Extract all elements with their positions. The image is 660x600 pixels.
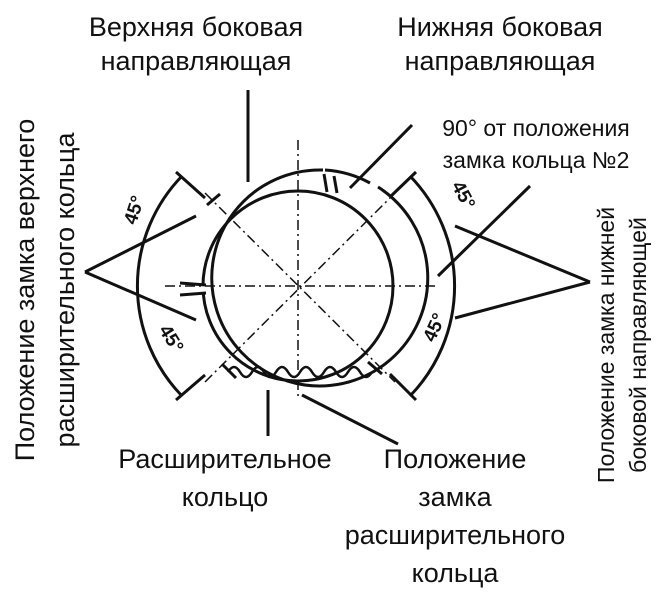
label-bottom-rail-line2: направляющая [405,46,596,76]
label-ninety-line1: 90° от положения [442,115,630,141]
label-expander-gap-line3: расширительного [345,520,566,550]
angle-left-upper: 45° [120,193,149,227]
outer-rail-main-segment [210,168,430,388]
leader-right-upper [454,224,591,284]
upper-rail-gap-edge-left [322,173,329,193]
diagonal-axis-1 [204,192,396,383]
leader-bottom-rail [348,123,414,190]
label-expander-line1: Расширительное [118,444,331,474]
leader-left-lower [84,270,197,322]
label-bottom-rail-line1: Нижняя боковая [397,12,603,42]
left-rail-break-edge-top [179,281,207,287]
label-expander-line2: кольцо [182,482,269,512]
angle-left-lower: 45° [154,321,187,356]
leader-left-upper [84,214,197,274]
leader-expander-gap [301,393,399,446]
label-top-rail-line1: Верхняя боковая [89,12,303,42]
label-expander-gap-line2: замка [418,482,492,512]
label-ninety-line2: замка кольца №2 [443,147,630,173]
label-top-rail-line2: направляющая [101,46,292,76]
left-dimension-arc [135,174,184,398]
upper-rail-gap-edge-right [332,175,339,194]
left-arc-tick-top [174,170,207,200]
left-rail-break-edge-bottom [179,291,207,297]
upper-left-rail-break-edge [206,192,221,207]
left-arc-tick-bottom [175,373,206,402]
upper-left-rail-break [203,193,229,219]
angle-right-upper: 45° [447,178,479,213]
leader-ninety [436,184,532,278]
label-left-vertical-line2: расширительного кольца [50,132,80,448]
leader-right-lower [454,280,591,320]
expander-ring-wave [226,365,374,379]
leader-lines [84,90,591,446]
left-rail-break [180,285,210,293]
center-lines [165,140,435,400]
right-dimension-arc [408,174,457,398]
label-right-vertical-line1: Положение замка нижней [593,207,619,483]
diagonal-axis-2 [204,192,396,383]
label-right-vertical-line2: боковой направляющей [625,217,651,473]
label-left-vertical-line1: Положение замка верхнего [10,119,40,462]
lower-right-rail-break-edge [367,360,383,376]
right-arc-tick-top [388,170,418,199]
ring-rails [179,168,430,388]
outer-rail-upper-segment [324,168,371,185]
right-arc-tick-bottom [388,372,418,402]
label-expander-gap-line4: кольца [412,558,500,588]
upper-rail-gap [325,175,335,189]
label-expander-gap-line1: Положение [384,444,527,474]
